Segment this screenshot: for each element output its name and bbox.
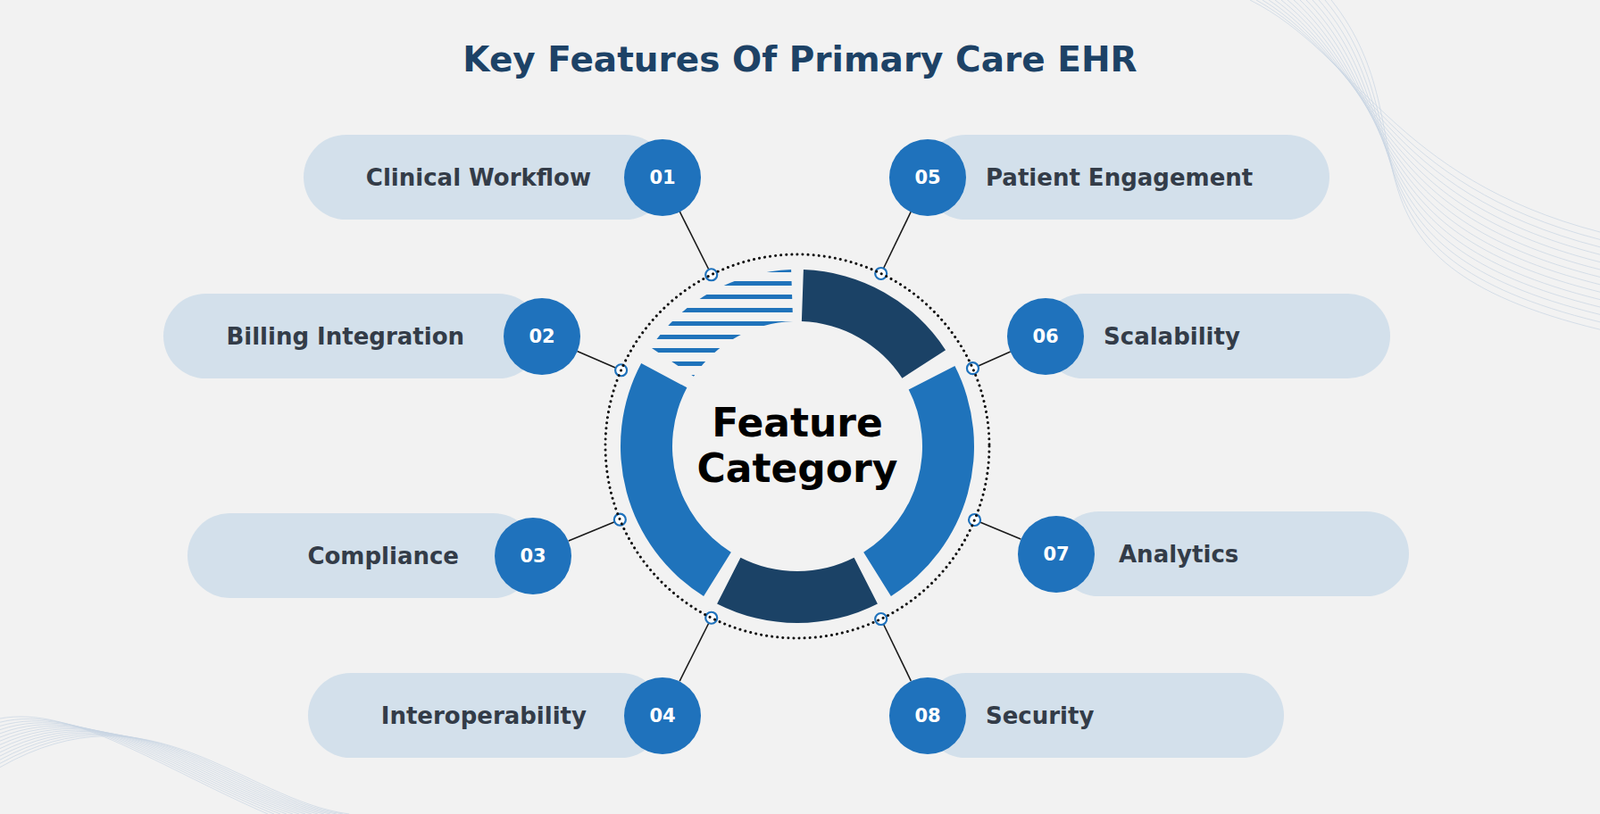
ring-dot [705, 612, 717, 625]
ring-dot [966, 362, 979, 375]
callout-number: 06 [1007, 298, 1084, 375]
wave-line [0, 725, 300, 814]
number-label: 05 [914, 166, 941, 189]
leader-line [975, 519, 1022, 540]
feature-pill: Scalability06 [1041, 293, 1391, 379]
feature-label: Patient Engagement [985, 164, 1253, 192]
feature-pill: Compliance03 [187, 513, 536, 599]
center-ring: Feature Category [603, 252, 992, 641]
callout-number: 04 [624, 677, 701, 755]
wave-line [1325, 0, 1600, 323]
callout-number: 03 [494, 517, 572, 595]
leader-line [568, 519, 621, 542]
leader-connector [576, 351, 627, 377]
feature-label: Scalability [1103, 323, 1241, 350]
number-label: 01 [649, 166, 675, 189]
number-label: 04 [649, 705, 675, 727]
leader-line [881, 211, 912, 274]
wave-line [0, 736, 350, 814]
leader-connector [679, 612, 717, 682]
ring-segment [650, 269, 793, 377]
number-label: 08 [914, 705, 941, 727]
diagram-title: Key Features Of Primary Care EHR [0, 39, 1600, 80]
ring-dot [705, 268, 717, 281]
wave-line [1306, 0, 1600, 300]
number-label: 02 [528, 325, 555, 348]
callout-number: 01 [624, 139, 701, 217]
wave-line [0, 734, 343, 814]
leader-connector [875, 613, 911, 682]
dotted-circle [605, 254, 990, 639]
callout-number: 07 [1017, 516, 1095, 593]
callout-number: 05 [889, 139, 967, 217]
feature-pill: Analytics07 [1056, 511, 1409, 597]
feature-label: Compliance [307, 542, 459, 570]
feature-pill: Billing Integration02 [163, 293, 542, 379]
wave-line [0, 727, 306, 814]
feature-pill: Security08 [923, 673, 1284, 759]
feature-pill: Interoperability04 [308, 673, 664, 759]
leader-connector [875, 211, 911, 280]
wave-line [0, 721, 281, 814]
number-label: 07 [1042, 543, 1069, 566]
leader-line [679, 211, 711, 275]
feature-label: Clinical Workflow [366, 164, 592, 192]
feature-label: Interoperability [381, 702, 587, 730]
wave-line [0, 718, 275, 814]
leader-connector [968, 514, 1021, 540]
wave-line [0, 725, 293, 814]
center-label: Feature Category [685, 400, 909, 492]
leader-line [881, 619, 912, 682]
ring-segment [801, 269, 946, 379]
callout-number: 08 [889, 677, 967, 755]
wave-line [1318, 0, 1600, 315]
wave-line [1268, 0, 1600, 255]
ring-dot [875, 613, 887, 625]
leader-line [679, 617, 711, 682]
leader-connector [679, 211, 717, 281]
feature-label: Billing Integration [225, 323, 465, 350]
wave-line [1275, 0, 1600, 263]
leader-connector [568, 514, 626, 542]
feature-label: Security [985, 702, 1094, 730]
number-label: 06 [1032, 325, 1059, 348]
ring-segment [716, 558, 878, 624]
wave-line [0, 716, 268, 814]
number-label: 03 [519, 545, 546, 567]
callout-number: 02 [503, 298, 581, 375]
feature-pill: Patient Engagement05 [923, 134, 1330, 220]
feature-pill: Clinical Workflow01 [303, 134, 668, 220]
wave-line [1331, 0, 1600, 330]
wave-line [1312, 0, 1600, 308]
leader-line [576, 351, 621, 371]
feature-label: Analytics [1118, 541, 1239, 568]
